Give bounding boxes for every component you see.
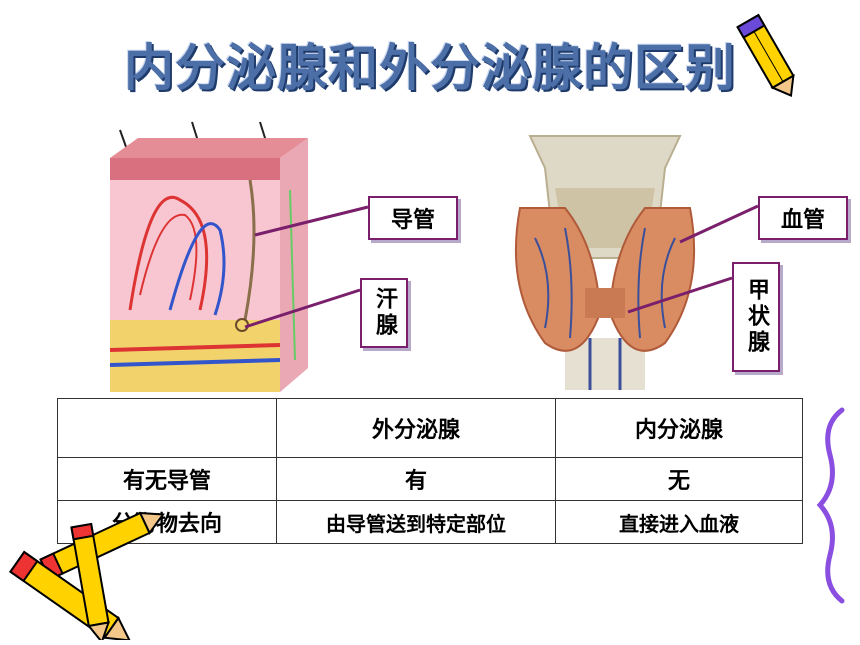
table-cell: 分泌物去向 [57, 500, 277, 544]
table-header-cell: 外分泌腺 [276, 398, 556, 458]
table-cell: 有 [276, 457, 556, 501]
label-thyroid: 甲状腺 [732, 262, 780, 372]
table-header-cell: 内分泌腺 [555, 398, 803, 458]
skin-sweat-gland-diagram [110, 121, 308, 392]
slide-title: 内分泌腺和外分泌腺的区别 [124, 39, 736, 97]
table-header-cell [57, 398, 277, 458]
table-cell: 由导管送到特定部位 [276, 500, 556, 544]
label-blood-vessel: 血管 [758, 196, 848, 240]
table-cell: 有无导管 [57, 457, 277, 501]
comparison-table: 外分泌腺 内分泌腺 有无导管 有 无 分泌物去向 由导管送到特定部位 直接进入血… [57, 398, 803, 544]
table-header-row: 外分泌腺 内分泌腺 [57, 398, 803, 458]
thyroid-diagram [514, 135, 696, 390]
table-row: 有无导管 有 无 [57, 457, 803, 501]
table-cell: 直接进入血液 [555, 500, 803, 544]
pencils-icon [9, 511, 165, 640]
pencil-icon [736, 13, 795, 98]
label-sweat-gland: 汗腺 [360, 278, 408, 348]
pointer-lines-right [627, 204, 759, 314]
table-row: 分泌物去向 由导管送到特定部位 直接进入血液 [57, 500, 803, 544]
brace-decoration [816, 407, 845, 604]
table-cell: 无 [555, 457, 803, 501]
label-duct: 导管 [368, 196, 458, 240]
pointer-lines-left [244, 205, 369, 329]
